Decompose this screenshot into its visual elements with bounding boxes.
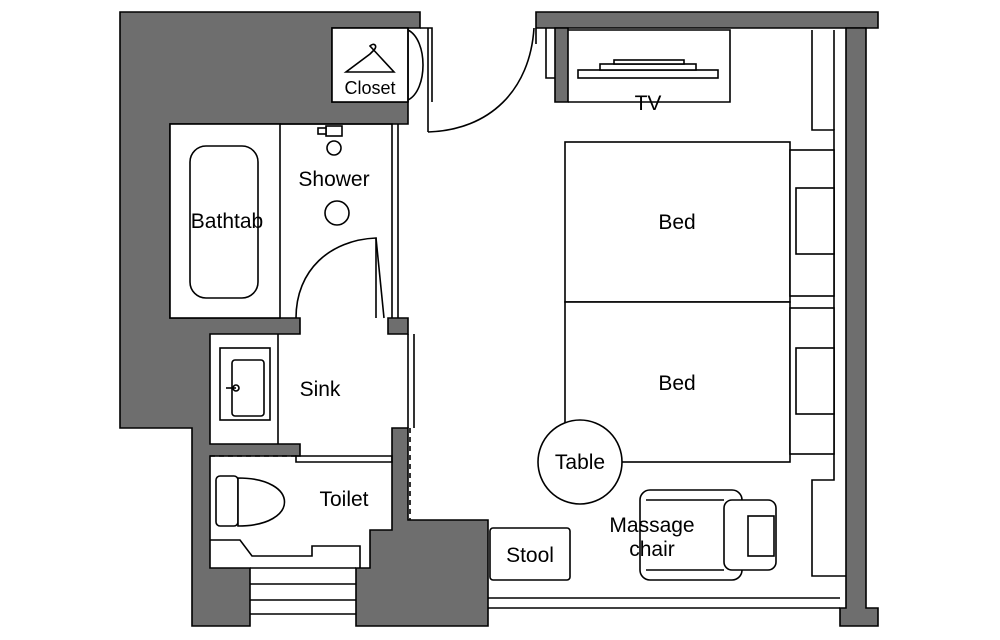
table-label: Table	[555, 451, 605, 474]
bathtub	[189, 145, 259, 299]
closet-box	[331, 27, 409, 103]
toilet	[215, 475, 286, 527]
shower-door-swing	[295, 237, 377, 319]
entry-door-swing	[427, 27, 535, 133]
headboard-top	[795, 187, 835, 255]
massage-chair-label-line1: Massage	[609, 514, 694, 537]
closet: Closet	[331, 27, 433, 103]
stool-label: Stool	[506, 544, 554, 567]
closet-door-swing	[407, 29, 424, 101]
bathroom: Bathtab Shower Sink Toilet	[169, 123, 415, 615]
bed-bottom-label: Bed	[658, 372, 695, 395]
shower-faucet-icon	[317, 125, 343, 156]
bed-top-label: Bed	[658, 211, 695, 234]
headboard-bottom	[795, 347, 835, 415]
sink-label: Sink	[300, 378, 341, 401]
toilet-label: Toilet	[319, 488, 368, 511]
shower-walls	[280, 123, 393, 318]
window	[488, 597, 840, 609]
wardrobe-outline	[811, 30, 846, 577]
tv-stand	[577, 69, 719, 79]
east-wall	[839, 27, 879, 627]
toilet-bowl	[237, 477, 286, 527]
tv-top	[613, 59, 685, 65]
toilet-partition	[295, 455, 393, 463]
tv-wall	[554, 27, 569, 103]
tv-cabinet	[568, 29, 731, 103]
toilet-fixture	[210, 539, 361, 568]
hanger-icon	[343, 43, 396, 73]
massage-chair	[639, 489, 777, 581]
bathtub-label: Bathtab	[191, 210, 263, 233]
tv-label: TV	[635, 92, 662, 115]
toilet-tank	[215, 475, 239, 527]
massage-chair-pad	[747, 515, 775, 557]
bedroom: TV Bed Bed Table Massage chair Stool	[488, 29, 846, 609]
closet-label: Closet	[344, 78, 395, 98]
top-right-wall	[535, 11, 879, 29]
bath-partition-stub	[387, 317, 409, 335]
entry-door-jamb	[535, 28, 555, 79]
south-wall	[355, 427, 489, 627]
walls	[119, 11, 879, 627]
massage-chair-label-line2: chair	[629, 538, 675, 561]
stool	[489, 527, 571, 581]
shower-drain-icon	[324, 200, 350, 226]
shower-label: Shower	[298, 168, 369, 191]
shower-door[interactable]	[375, 237, 385, 319]
round-table	[537, 419, 623, 505]
bathroom-sliding-door[interactable]	[407, 334, 415, 428]
tv-screen	[599, 63, 697, 71]
closet-frame	[420, 27, 433, 102]
step-lines	[250, 567, 356, 615]
entry-door[interactable]	[427, 27, 555, 133]
